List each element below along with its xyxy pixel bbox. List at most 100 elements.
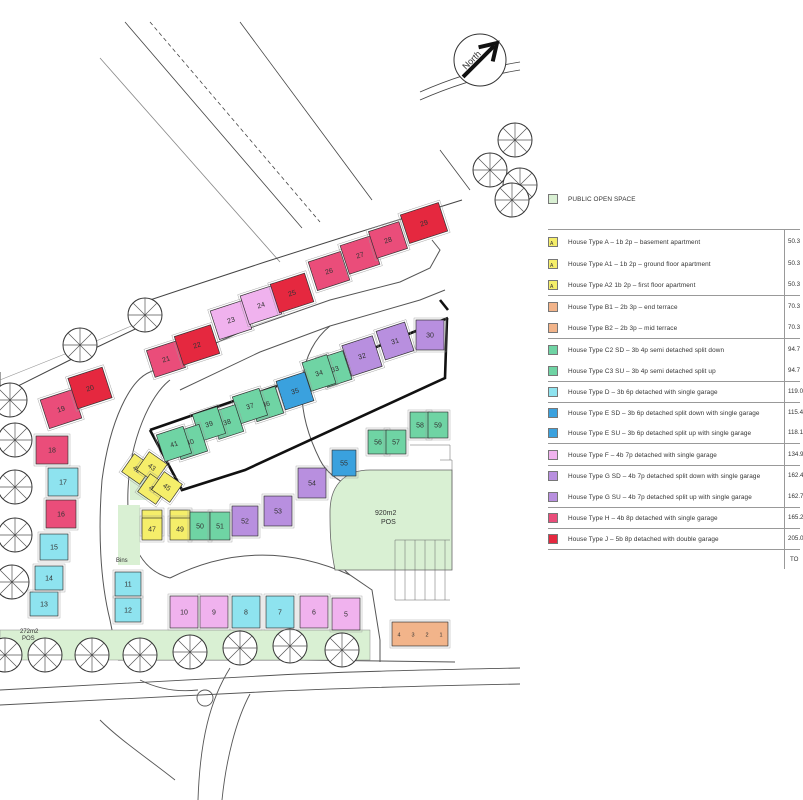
house-footprint bbox=[155, 425, 193, 463]
legend-type-area: 205.0 bbox=[788, 535, 803, 542]
plot-number: 38 bbox=[223, 418, 233, 427]
legend-swatch bbox=[548, 408, 558, 418]
house-footprint bbox=[301, 354, 337, 392]
plot-number: 27 bbox=[356, 251, 366, 260]
house-plot: 31 bbox=[373, 319, 417, 363]
legend-type-label: House Type H – 4b 8p detached with singl… bbox=[568, 514, 718, 522]
house-plot: 51 bbox=[207, 509, 233, 543]
legend-row-type: House Type F – 4b 7p detached with singl… bbox=[548, 448, 783, 462]
plot-number: 23 bbox=[227, 316, 237, 325]
legend-type-area: 162.4 bbox=[788, 472, 803, 479]
plot-number: 32 bbox=[358, 352, 368, 361]
legend-row-type: House Type B2 – 2b 3p – mid terrace bbox=[548, 321, 783, 335]
plot-number: 18 bbox=[48, 448, 56, 455]
plot-number: 53 bbox=[274, 509, 282, 516]
legend-swatch bbox=[548, 387, 558, 397]
pos-south-area-label: 272m2 bbox=[20, 629, 39, 635]
plot-number: 8 bbox=[244, 610, 248, 617]
house-footprint bbox=[427, 411, 449, 439]
legend-type-label: House Type C2 SD – 3b 4p semi detached s… bbox=[568, 346, 725, 354]
house-plot: 41 bbox=[153, 423, 195, 465]
house-plot: 58 bbox=[407, 409, 433, 441]
house-footprint bbox=[331, 449, 357, 477]
plot-number: 11 bbox=[124, 582, 131, 589]
legend-row-type: House Type C3 SU – 3b 4p semi detached s… bbox=[548, 364, 783, 378]
legend-row-type: House Type E SD – 3b 6p detached split d… bbox=[548, 406, 783, 420]
legend-type-area: 50.3 bbox=[788, 281, 801, 288]
legend-swatch bbox=[548, 323, 558, 333]
house-footprint bbox=[265, 595, 295, 629]
legend-type-area: 119.0 bbox=[788, 388, 803, 395]
legend-row-type: House Type H – 4b 8p detached with singl… bbox=[548, 511, 783, 525]
legend-type-label: House Type D – 3b 6p detached with singl… bbox=[568, 388, 718, 396]
legend-type-label: House Type G SU – 4b 7p detached split u… bbox=[568, 493, 752, 501]
house-plot: 10 bbox=[167, 593, 201, 631]
legend-type-area: 134.9 bbox=[788, 451, 803, 458]
parking-bays bbox=[394, 444, 453, 601]
house-plot: 25 bbox=[267, 270, 317, 316]
plot-number: 28 bbox=[384, 236, 394, 245]
legend-type-label: House Type J – 5b 8p detached with doubl… bbox=[568, 535, 719, 543]
house-footprint bbox=[341, 335, 383, 377]
legend-type-area: 70.3 bbox=[788, 324, 801, 331]
house-plot: 14 bbox=[32, 563, 66, 593]
plot-number: 22 bbox=[193, 341, 203, 350]
house-plot: 6 bbox=[297, 593, 331, 631]
house-plot: 53 bbox=[261, 493, 295, 529]
legend-row-type: House Type J – 5b 8p detached with doubl… bbox=[548, 532, 783, 546]
house-footprint bbox=[275, 371, 315, 411]
legend-type-label: House Type A2 1b 2p – first floor apartm… bbox=[568, 281, 696, 289]
house-footprint bbox=[368, 221, 408, 259]
plot-number: 3 bbox=[411, 633, 414, 639]
house-plot: 13 bbox=[27, 589, 61, 619]
plot-number: 55 bbox=[340, 461, 348, 468]
plot-number: 13 bbox=[40, 602, 48, 609]
house-plot: 8 bbox=[229, 593, 263, 631]
house-plot: 47 bbox=[139, 515, 165, 543]
plot-number: 50 bbox=[196, 524, 204, 531]
legend-swatch-mark: A bbox=[550, 263, 554, 269]
legend-swatch bbox=[548, 366, 558, 376]
legend-row-type: House Type G SU – 4b 7p detached split u… bbox=[548, 490, 783, 504]
legend-row-type: House Type E SU – 3b 6p detached split u… bbox=[548, 426, 783, 440]
legend-type-area: 118.1 bbox=[788, 429, 803, 436]
house-footprint bbox=[307, 251, 351, 291]
plot-number: 30 bbox=[426, 333, 434, 340]
house-footprint bbox=[399, 202, 449, 244]
plot-number: 16 bbox=[57, 512, 65, 519]
legend-type-label: House Type C3 SU – 3b 4p semi detached s… bbox=[568, 367, 716, 375]
house-footprint bbox=[45, 499, 77, 529]
legend-swatch bbox=[548, 513, 558, 523]
plot-number: 54 bbox=[308, 481, 316, 488]
plot-number: 59 bbox=[434, 423, 442, 430]
house-plot: 54 bbox=[295, 465, 329, 501]
house-footprint bbox=[299, 595, 329, 629]
house-footprint bbox=[231, 505, 259, 537]
pos-east-label: POS bbox=[381, 519, 396, 526]
legend-type-area: 115.4 bbox=[788, 409, 803, 416]
legend-type-label: House Type F – 4b 7p detached with singl… bbox=[568, 451, 717, 459]
plot-number: 5 bbox=[344, 612, 348, 619]
house-plot: 16 bbox=[43, 497, 79, 531]
legend-swatch: A bbox=[548, 280, 558, 290]
legend-row-type: House Type B1 – 2b 3p – end terrace bbox=[548, 300, 783, 314]
house-footprint bbox=[269, 272, 315, 314]
house-plot: 57 bbox=[383, 427, 409, 457]
house-plot: 5 bbox=[329, 595, 363, 633]
legend-row-type: A House Type A2 1b 2p – first floor apart… bbox=[548, 278, 783, 292]
plot-number: 21 bbox=[162, 355, 172, 364]
plot-number: 1 bbox=[439, 633, 442, 639]
legend-type-label: House Type G SD – 4b 7p detached split d… bbox=[568, 472, 761, 480]
house-footprint bbox=[263, 495, 293, 527]
plot-number: 9 bbox=[212, 610, 216, 617]
house-footprint bbox=[331, 597, 361, 631]
house-footprint bbox=[391, 621, 449, 647]
legend-type-area: 94.7 bbox=[788, 346, 801, 353]
plot-number: 33 bbox=[331, 365, 341, 374]
